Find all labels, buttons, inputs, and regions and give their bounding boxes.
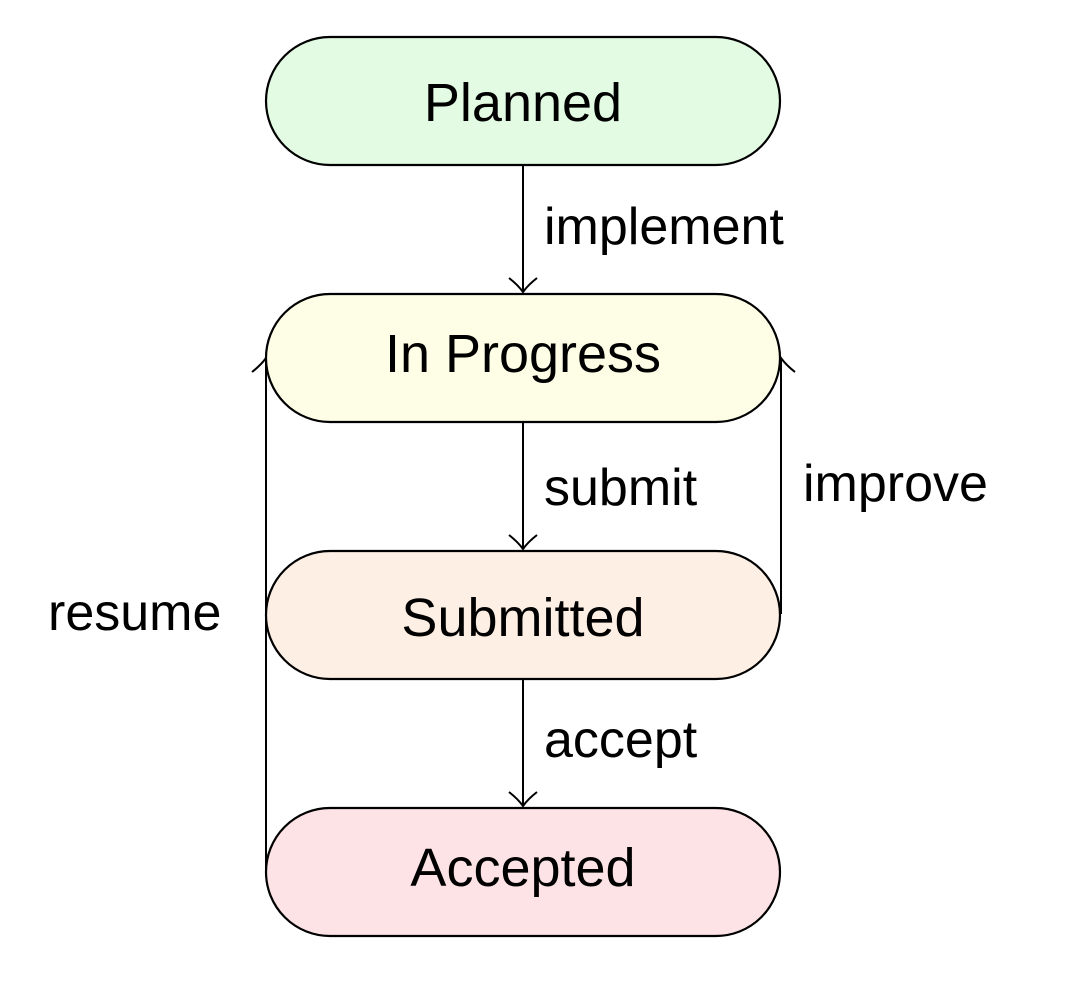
edges: implement submit accept improve [48, 165, 988, 871]
edge-label-improve: improve [803, 455, 988, 513]
state-label-in-progress: In Progress [385, 324, 661, 384]
state-submitted: Submitted [264, 549, 782, 681]
state-label-planned: Planned [424, 73, 622, 133]
edge-label-implement: implement [544, 198, 784, 256]
state-accepted: Accepted [264, 806, 782, 938]
edge-label-submit: submit [544, 459, 698, 517]
state-in-progress: In Progress [264, 292, 782, 424]
state-box-in-progress [264, 292, 782, 424]
state-box-planned [264, 35, 782, 167]
arrowhead-icon [508, 534, 538, 551]
state-planned: Planned [264, 35, 782, 167]
state-label-accepted: Accepted [410, 838, 635, 898]
edge-submit: submit [508, 422, 698, 551]
edge-resume: resume [48, 356, 281, 871]
states: Planned In Progress Submitted Accepted [264, 35, 782, 938]
edge-label-resume: resume [48, 584, 221, 642]
arrowhead-icon [508, 277, 538, 294]
state-box-accepted [264, 806, 782, 938]
edge-improve: improve [766, 356, 988, 614]
edge-label-accept: accept [544, 711, 698, 769]
state-label-submitted: Submitted [401, 588, 644, 648]
state-box-submitted [264, 549, 782, 681]
edge-accept: accept [508, 679, 698, 808]
arrowhead-icon [508, 791, 538, 808]
edge-implement: implement [508, 165, 784, 294]
